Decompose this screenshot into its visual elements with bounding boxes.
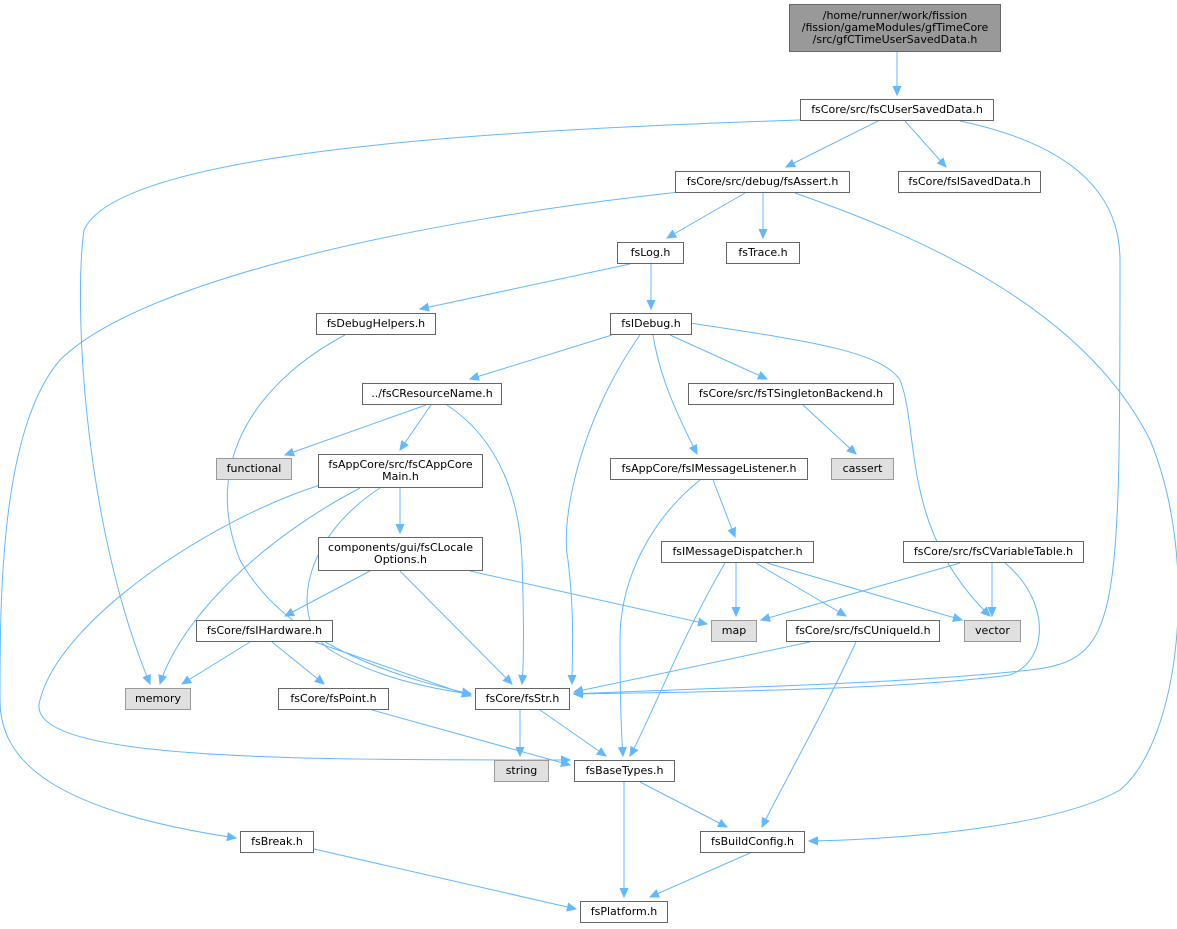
node-fsstr-h[interactable]: fsCore/fsStr.h [475,688,570,710]
node-functional[interactable]: functional [216,458,292,480]
edge-log-debughelpers [420,263,631,309]
root-file-node: /home/runner/work/fission /fission/gameM… [789,4,1001,52]
edge-idebug-singleton [669,334,767,379]
edge-assert-log [667,192,746,238]
edge-ihardware-memory [182,641,251,684]
edge-unique-buildconfig [762,641,857,827]
edge-appcore-basetypes [38,484,570,760]
edge-idebug-resourcename [470,334,613,379]
edge-locale-str [399,570,512,684]
node-fscuniqueid-h[interactable]: fsCore/src/fsCUniqueId.h [786,620,940,642]
edge-str-basetypes [539,709,606,756]
node-fscvariabletable-h[interactable]: fsCore/src/fsCVariableTable.h [903,541,1084,563]
edge-dispatcher-basetypes [630,562,726,756]
edge-buildconfig-platform [650,852,751,897]
node-fsimessagedispatcher-h[interactable]: fsIMessageDispatcher.h [661,541,814,563]
edge-user-str [574,120,1121,694]
edge-basetypes-buildconfig [639,781,727,827]
edge-user-assert [786,120,879,167]
edge-assert-buildconfig [794,192,1177,841]
edge-resourcename-functional [285,404,427,455]
edge-unique-str [574,641,811,692]
node-fsbasetypes-h[interactable]: fsBaseTypes.h [574,760,675,782]
node-fstrace-h[interactable]: fsTrace.h [726,242,800,264]
node-fsidebug-h[interactable]: fsIDebug.h [610,313,692,335]
edge-dispatcher-vector [766,562,962,620]
node-fsihardware-h[interactable]: fsCore/fsIHardware.h [196,620,333,642]
node-fsbreak-h[interactable]: fsBreak.h [240,831,314,853]
edge-singleton-cassert [802,404,856,454]
node-fslog-h[interactable]: fsLog.h [617,242,684,264]
edge-listener-basetypes [620,479,701,756]
edge-point-basetypes [371,709,570,765]
edge-assert-break [0,191,681,838]
node-map[interactable]: map [711,620,757,642]
edge-dispatcher-unique [755,562,846,616]
node-fsclocaleoptions-h[interactable]: components/gui/fsCLocale Options.h [318,537,483,571]
edge-appcore-memory [160,487,361,684]
node-fscusersaveddata-h[interactable]: fsCore/src/fsCUserSavedData.h [800,99,994,121]
edge-ihardware-str [314,641,471,696]
edge-debughelpers-str [226,334,471,694]
node-fsbuildconfig-h[interactable]: fsBuildConfig.h [700,831,805,853]
node-string[interactable]: string [494,760,549,782]
node-fsassert-h[interactable]: fsCore/src/debug/fsAssert.h [675,171,850,193]
node-fscresourcename-h[interactable]: ../fsCResourceName.h [362,383,502,405]
node-fscappcoremain-h[interactable]: fsAppCore/src/fsCAppCore Main.h [318,454,483,488]
node-fsisaveddata-h[interactable]: fsCore/fsISavedData.h [898,171,1041,193]
edge-variabletable-str [574,562,1040,694]
node-fstsingletonbackend-h[interactable]: fsCore/src/fsTSingletonBackend.h [688,383,894,405]
edge-idebug-str [565,334,641,684]
node-cassert[interactable]: cassert [831,458,894,480]
edge-listener-dispatcher [712,479,735,537]
edge-idebug-listener [652,334,697,454]
edge-resourcename-appcore [400,404,432,450]
node-fspoint-h[interactable]: fsCore/fsPoint.h [278,688,389,710]
node-fsplatform-h[interactable]: fsPlatform.h [580,901,668,923]
edge-locale-ihardware [285,570,371,616]
edge-user-isaved [904,120,946,167]
edge-resourcename-str [446,404,524,684]
edge-variabletable-map [761,562,961,620]
edge-appcore-str [306,487,471,694]
edge-locale-map [469,570,707,624]
node-memory[interactable]: memory [125,688,191,710]
node-vector[interactable]: vector [964,620,1021,642]
edge-ihardware-point [271,641,324,684]
edge-break-platform [313,848,576,909]
edge-idebug-vector [689,322,990,616]
edge-user-memory [79,119,801,684]
node-fsdebughelpers-h[interactable]: fsDebugHelpers.h [316,313,436,335]
node-fsimessagelistener-h[interactable]: fsAppCore/fsIMessageListener.h [610,458,808,480]
